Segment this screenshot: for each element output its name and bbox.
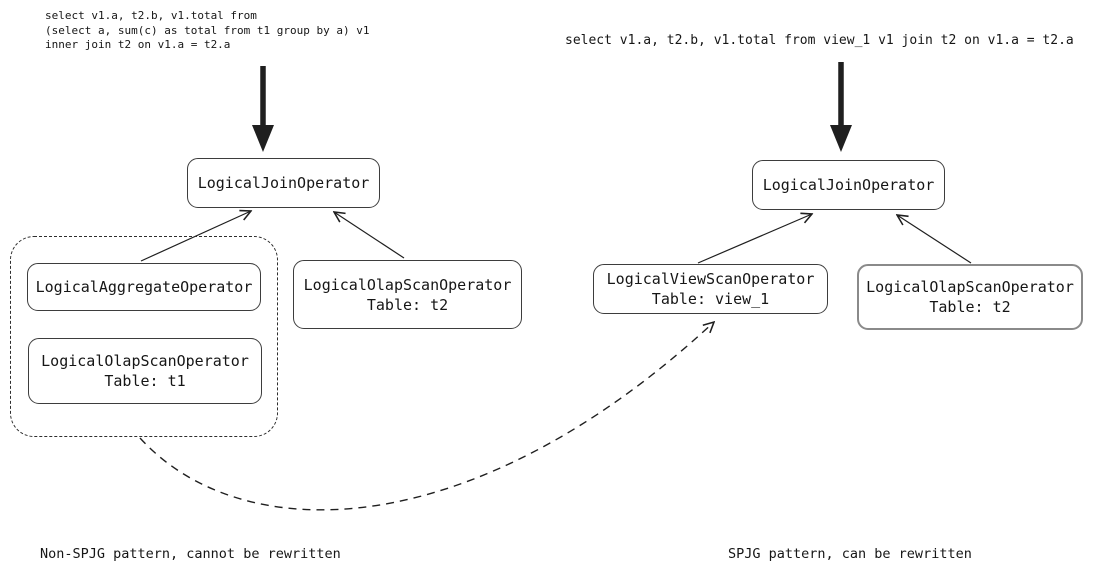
node-logical-olap-scan-t2-left: LogicalOlapScanOperator Table: t2 — [293, 260, 522, 329]
node-label: LogicalJoinOperator — [762, 176, 935, 194]
node-label: LogicalOlapScanOperator — [303, 275, 512, 294]
node-logical-view-scan-view1: LogicalViewScanOperator Table: view_1 — [593, 264, 828, 314]
node-logical-join-operator-right: LogicalJoinOperator — [752, 160, 945, 210]
edge-view-scan-to-join — [697, 214, 812, 264]
caption-spjg: SPJG pattern, can be rewritten — [728, 546, 972, 562]
node-label: LogicalOlapScanOperator — [866, 278, 1074, 296]
edge-scan-t2-to-join-right — [897, 215, 972, 264]
node-sublabel: Table: t2 — [366, 295, 449, 314]
sql-query-left: select v1.a, t2.b, v1.total from (select… — [45, 9, 370, 51]
non-spjg-group-outline — [10, 236, 278, 437]
node-logical-olap-scan-t1: LogicalOlapScanOperator Table: t1 — [28, 338, 262, 404]
node-label: LogicalOlapScanOperator — [41, 352, 249, 370]
query-input-arrow-left — [252, 66, 274, 152]
node-sublabel: Table: t2 — [929, 298, 1011, 316]
node-label: LogicalJoinOperator — [197, 174, 370, 192]
caption-non-spjg: Non-SPJG pattern, cannot be rewritten — [40, 546, 341, 562]
node-logical-olap-scan-t2-right: LogicalOlapScanOperator Table: t2 — [857, 264, 1083, 330]
node-sublabel: Table: t1 — [104, 372, 186, 390]
node-label: LogicalViewScanOperator — [606, 270, 815, 288]
edge-scan-t2-to-join-left — [334, 212, 405, 259]
sql-query-right: select v1.a, t2.b, v1.total from view_1 … — [565, 33, 1074, 48]
rewrite-mapping-dashed-arrow — [139, 322, 714, 511]
node-sublabel: Table: view_1 — [651, 290, 770, 308]
node-logical-join-operator-left: LogicalJoinOperator — [187, 158, 380, 208]
node-label: LogicalAggregateOperator — [35, 278, 253, 296]
node-logical-aggregate-operator: LogicalAggregateOperator — [27, 263, 261, 311]
query-input-arrow-right — [830, 62, 852, 152]
